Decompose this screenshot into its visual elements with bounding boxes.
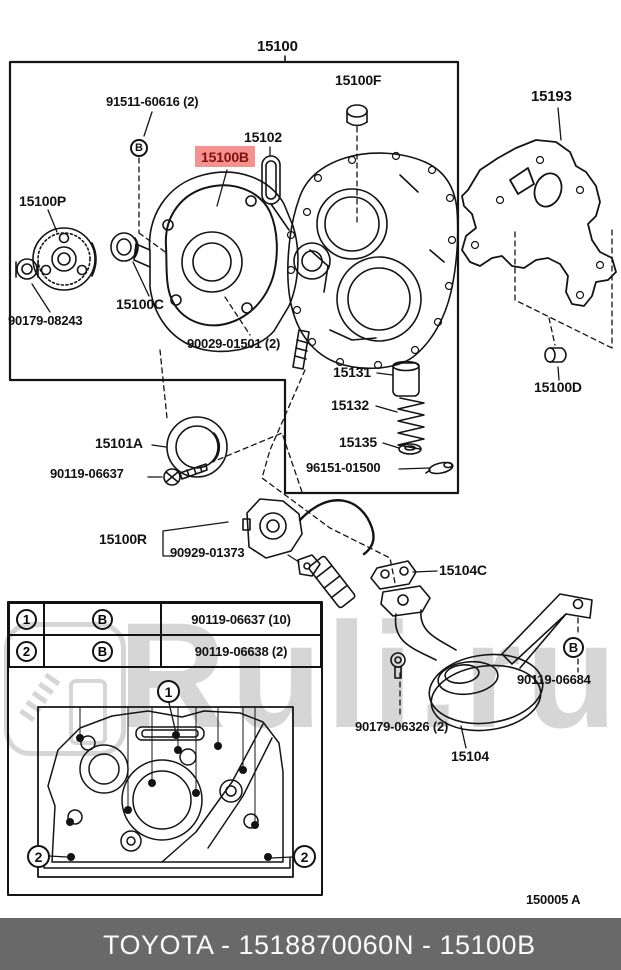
bolt-90179-06326 [390, 652, 406, 679]
part-label-90119-06684: 90119-06684 [517, 672, 591, 687]
fastener-table: 1 B 90119-06637 (10) 2 B 90119-06638 (2) [8, 602, 322, 668]
part-label-90179-08243: 90179-08243 [8, 313, 83, 328]
callout-2-marker: 2 [16, 640, 37, 662]
pump-gasket-15100b [164, 184, 278, 327]
oil-pump-body [133, 171, 299, 353]
relief-valve-spring-15132 [397, 397, 425, 450]
fastener-part-number: 90119-06638 (2) [194, 643, 288, 659]
main-box [8, 60, 460, 495]
part-label-15104c: 15104C [439, 562, 487, 578]
footer-oem-number: TOYOTA - 1518870060 [103, 930, 394, 960]
part-label-15135: 15135 [339, 434, 377, 450]
callout-2-marker-left: 2 [27, 845, 50, 868]
footer-bar: TOYOTA - 1518870060 N - 15100B [0, 918, 621, 970]
footer-part-code: N - 15100B [394, 930, 536, 960]
stud-bolt-90029-01501 [292, 329, 310, 370]
part-label-15100r: 15100R [99, 531, 147, 547]
part-label-91511-60616: 91511-60616 (2) [106, 94, 199, 109]
part-label-90119-06637: 90119-06637 [50, 466, 124, 481]
part-label-90179-06326: 90179-06326 (2) [355, 719, 449, 734]
callout-1-marker-block: 1 [157, 680, 180, 703]
part-label-90029-01501: 90029-01501 (2) [187, 336, 281, 351]
block-box [37, 706, 294, 878]
cap-15100f [346, 104, 368, 127]
part-label-15100d: 15100D [534, 379, 582, 395]
part-label-15131: 15131 [333, 364, 371, 380]
callout-b-marker-strainer: B [563, 637, 584, 658]
timing-cover [286, 151, 459, 370]
strainer-gasket-15104c [370, 560, 417, 590]
part-label-15193: 15193 [531, 88, 572, 105]
gear-nut-90179-08243 [15, 258, 39, 280]
part-label-15100f: 15100F [335, 72, 382, 88]
part-label-15132: 15132 [331, 397, 369, 413]
bolt-90119-06637 [163, 463, 208, 486]
callout-1-marker: 1 [16, 608, 37, 630]
part-label-15100c: 15100C [116, 296, 164, 312]
callout-b-marker: B [92, 608, 113, 630]
part-label-15104: 15104 [451, 748, 489, 764]
figure-code: 150005 A [526, 892, 581, 907]
engine-block-drawing [43, 706, 291, 869]
fastener-table-row: 2 B 90119-06638 (2) [10, 634, 320, 666]
o-ring-15102 [261, 155, 290, 231]
part-label-15100p: 15100P [19, 193, 67, 209]
callout-b-marker-top: B [130, 139, 148, 157]
plug-15100d [544, 347, 567, 363]
part-label-15101a: 15101A [95, 435, 143, 451]
bushing-15100c [110, 232, 139, 262]
callout-b-marker: B [92, 640, 113, 662]
crank-sensor-15100r [242, 498, 375, 609]
bolt-points [66, 731, 272, 861]
spring-retainer-15135 [398, 443, 422, 455]
relief-valve-plunger-15131 [392, 360, 420, 397]
callout-2-marker-right: 2 [293, 845, 316, 868]
part-label-15102: 15102 [244, 129, 282, 145]
oil-seal-15101a [166, 416, 228, 478]
oil-strainer-15104 [380, 585, 593, 732]
part-label-90929-01373: 90929-01373 [170, 545, 245, 560]
part-label-15100b-highlighted: 15100B [195, 146, 255, 167]
wire-clamp-90929-01373 [297, 554, 321, 577]
fastener-part-number: 90119-06637 (10) [191, 611, 291, 627]
part-label-96151-01500: 96151-01500 [306, 460, 381, 475]
fastener-table-row: 1 B 90119-06637 (10) [10, 604, 320, 634]
pump-drive-gear-15100p [32, 227, 97, 291]
dashed-leader-lines [138, 126, 613, 717]
leader-lines [31, 107, 562, 859]
pump-rotor [293, 242, 331, 280]
watermark-bottle-icon [69, 679, 107, 745]
clip-96151-01500 [425, 461, 454, 475]
part-label-15100: 15100 [257, 38, 298, 55]
watermark-logo [4, 622, 126, 756]
watermark-text: Ruli.ru [118, 591, 621, 759]
front-cover-gasket-15193 [461, 139, 617, 307]
